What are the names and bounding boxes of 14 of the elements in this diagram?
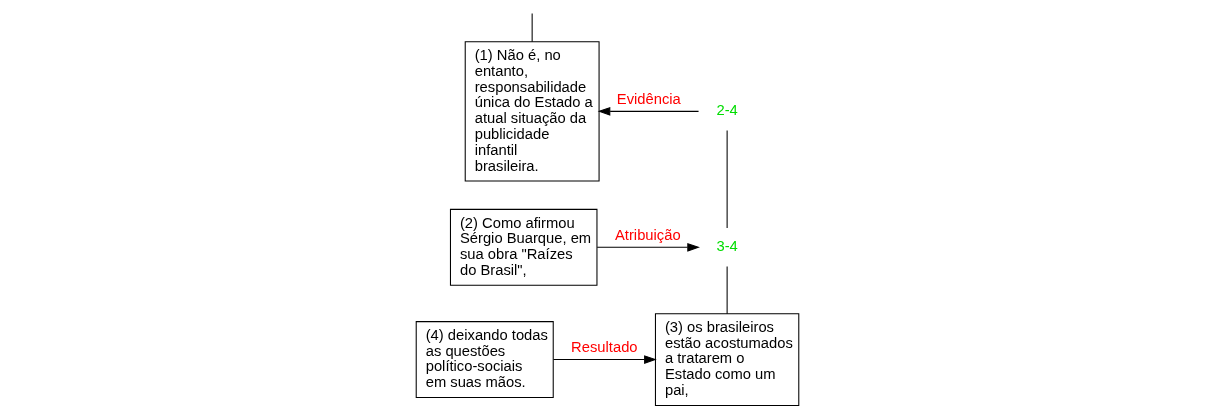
node-box: (2) Como afirmou Sérgio Buarque, em sua obra "Raízes do Brasil", xyxy=(449,208,597,286)
node-text: 2-4 xyxy=(715,102,738,119)
arrow xyxy=(552,355,657,364)
arrow xyxy=(597,106,699,116)
node-text: 3-4 xyxy=(715,238,738,255)
connector xyxy=(726,266,728,315)
edge-label: Evidência xyxy=(616,91,681,108)
node-box: (4) deixando todas as questões político-sociais em suas mãos. xyxy=(415,321,554,399)
edge-label: Resultado xyxy=(570,339,638,356)
edge-label: Atribuição xyxy=(614,227,681,244)
node-box: (1) Não é, no entanto, responsabilidade única do Estado a atual situação da publicidade infantil brasileira. xyxy=(464,41,600,182)
node-box: (3) os brasileiros estão acostumados a tratarem o Estado como um pai, xyxy=(654,313,799,406)
connector xyxy=(531,12,533,43)
arrow xyxy=(596,242,700,252)
